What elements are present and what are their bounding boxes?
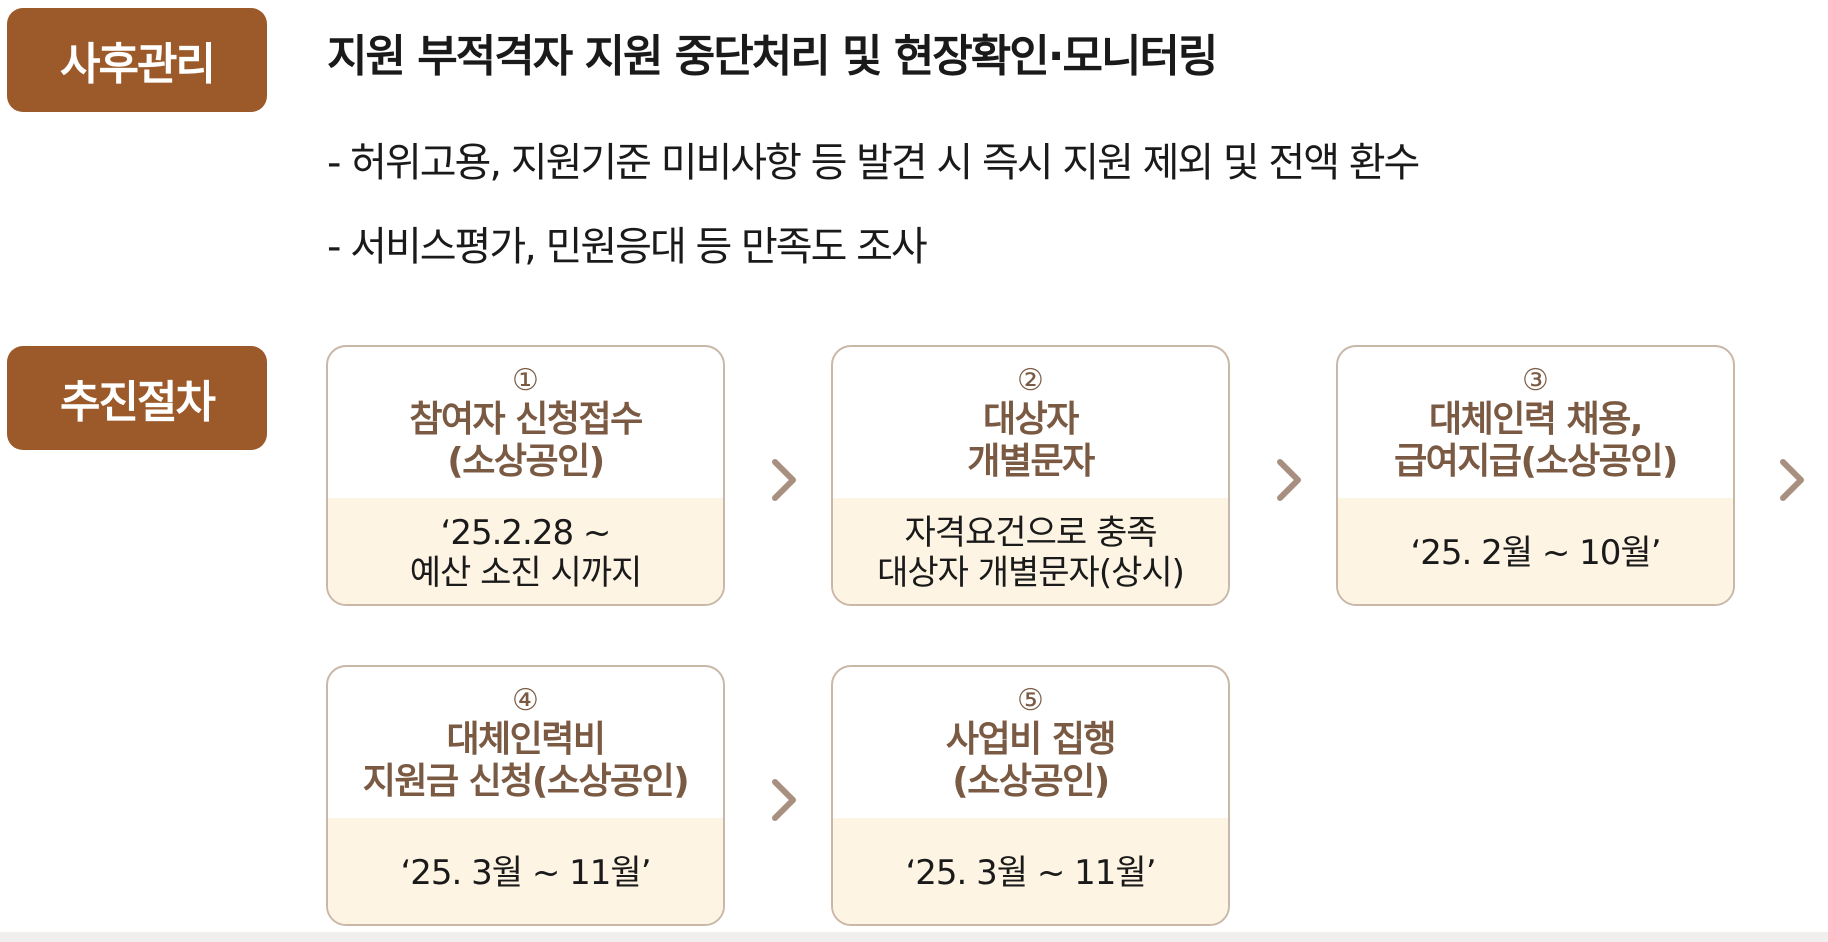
step-label: 대상자 개별문자 (967, 398, 1095, 482)
step-card-1: ① 참여자 신청접수 (소상공인) ‘25.2.28 ~ 예산 소진 시까지 (326, 345, 725, 606)
step-number: ④ (512, 682, 539, 718)
aftercare-bullet-2: - 서비스평가, 민원응대 등 만족도 조사 (327, 224, 928, 270)
chevron-right-icon (1269, 450, 1309, 510)
step-period: 자격요건으로 충족 대상자 개별문자(상시) (833, 498, 1228, 604)
aftercare-badge: 사후관리 (7, 8, 267, 112)
step-header: ③ 대체인력 채용, 급여지급(소상공인) (1338, 347, 1733, 498)
step-label: 참여자 신청접수 (소상공인) (409, 398, 643, 482)
step-card-4: ④ 대체인력비 지원금 신청(소상공인) ‘25. 3월 ~ 11월’ (326, 665, 725, 926)
step-label: 대체인력비 지원금 신청(소상공인) (362, 718, 690, 802)
step-card-5: ⑤ 사업비 집행 (소상공인) ‘25. 3월 ~ 11월’ (831, 665, 1230, 926)
aftercare-bullet-1: - 허위고용, 지원기준 미비사항 등 발견 시 즉시 지원 제외 및 전액 환… (327, 140, 1420, 186)
step-header: ① 참여자 신청접수 (소상공인) (328, 347, 723, 498)
step-period: ‘25. 3월 ~ 11월’ (833, 818, 1228, 924)
bottom-strip (0, 932, 1828, 942)
step-number: ② (1017, 362, 1044, 398)
step-label: 대체인력 채용, 급여지급(소상공인) (1394, 398, 1678, 482)
step-period: ‘25. 2월 ~ 10월’ (1338, 498, 1733, 604)
step-header: ⑤ 사업비 집행 (소상공인) (833, 667, 1228, 818)
step-header: ② 대상자 개별문자 (833, 347, 1228, 498)
aftercare-title: 지원 부적격자 지원 중단처리 및 현장확인·모니터링 (327, 31, 1218, 82)
step-number: ⑤ (1017, 682, 1044, 718)
step-card-2: ② 대상자 개별문자 자격요건으로 충족 대상자 개별문자(상시) (831, 345, 1230, 606)
step-period: ‘25.2.28 ~ 예산 소진 시까지 (328, 498, 723, 604)
chevron-right-icon (1772, 450, 1812, 510)
step-number: ① (512, 362, 539, 398)
step-period: ‘25. 3월 ~ 11월’ (328, 818, 723, 924)
chevron-right-icon (764, 770, 804, 830)
procedure-badge: 추진절차 (7, 346, 267, 450)
chevron-right-icon (764, 450, 804, 510)
step-number: ③ (1522, 362, 1549, 398)
step-header: ④ 대체인력비 지원금 신청(소상공인) (328, 667, 723, 818)
step-card-3: ③ 대체인력 채용, 급여지급(소상공인) ‘25. 2월 ~ 10월’ (1336, 345, 1735, 606)
step-label: 사업비 집행 (소상공인) (945, 718, 1117, 802)
